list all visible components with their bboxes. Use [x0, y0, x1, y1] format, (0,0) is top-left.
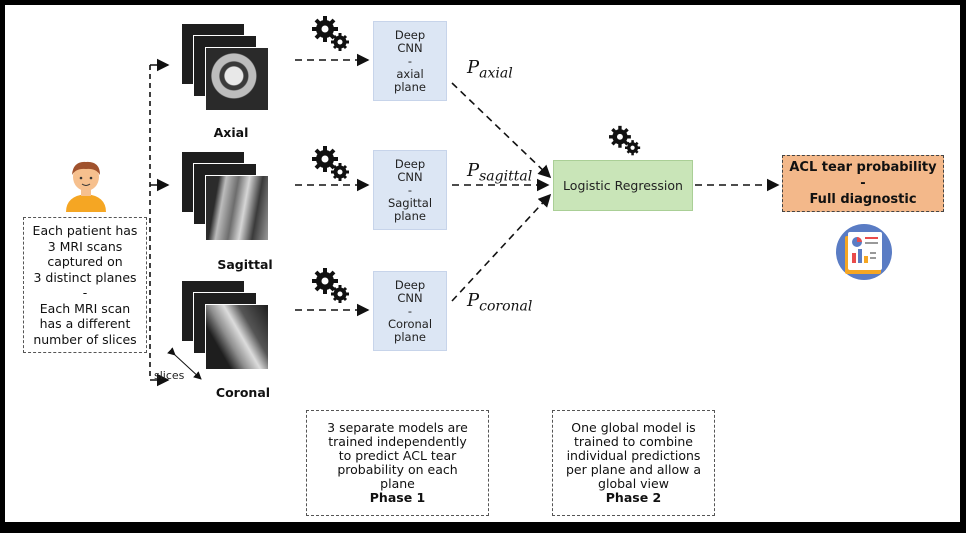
slices-label: slices: [154, 369, 185, 382]
cnn-box-axial: Deep CNN - axial plane: [373, 21, 447, 101]
slices-arrow: [167, 347, 202, 380]
patient-avatar-icon: [66, 161, 106, 212]
phase1-note: 3 separate models are trained independen…: [306, 410, 489, 516]
connector-arrows: [149, 53, 780, 387]
diagram-canvas: Each patient has 3 MRI scans captured on…: [5, 5, 960, 522]
prob-coronal: Pcoronal: [467, 290, 533, 315]
phase2-title: Phase 2: [605, 490, 662, 505]
phase1-title: Phase 1: [369, 490, 426, 505]
report-icon: [836, 224, 892, 280]
gear-icon: [312, 268, 349, 303]
gear-icon: [312, 146, 349, 181]
sagittal-mri-stack: [181, 151, 271, 247]
prob-sagittal: Psagittal: [467, 160, 533, 185]
logistic-regression-box: Logistic Regression: [553, 160, 693, 211]
cnn-box-coronal: Deep CNN - Coronal plane: [373, 271, 447, 351]
arrow-coronal-cnn-to-lr: [451, 193, 552, 302]
coronal-label: Coronal: [215, 385, 271, 400]
gear-icon: [609, 125, 641, 156]
output-box: ACL tear probability - Full diagnostic: [782, 155, 944, 212]
phase2-note: One global model is trained to combine i…: [552, 410, 715, 516]
gear-icon: [312, 16, 349, 51]
arrow-axial-cnn-to-lr: [451, 82, 552, 179]
axial-mri-stack: [181, 23, 271, 123]
patient-description-box: Each patient has 3 MRI scans captured on…: [23, 217, 147, 353]
sagittal-label: Sagittal: [217, 257, 273, 272]
coronal-mri-stack: [181, 280, 271, 378]
prob-axial: Paxial: [467, 57, 513, 82]
cnn-box-sagittal: Deep CNN - Sagittal plane: [373, 150, 447, 230]
axial-label: Axial: [213, 125, 249, 140]
